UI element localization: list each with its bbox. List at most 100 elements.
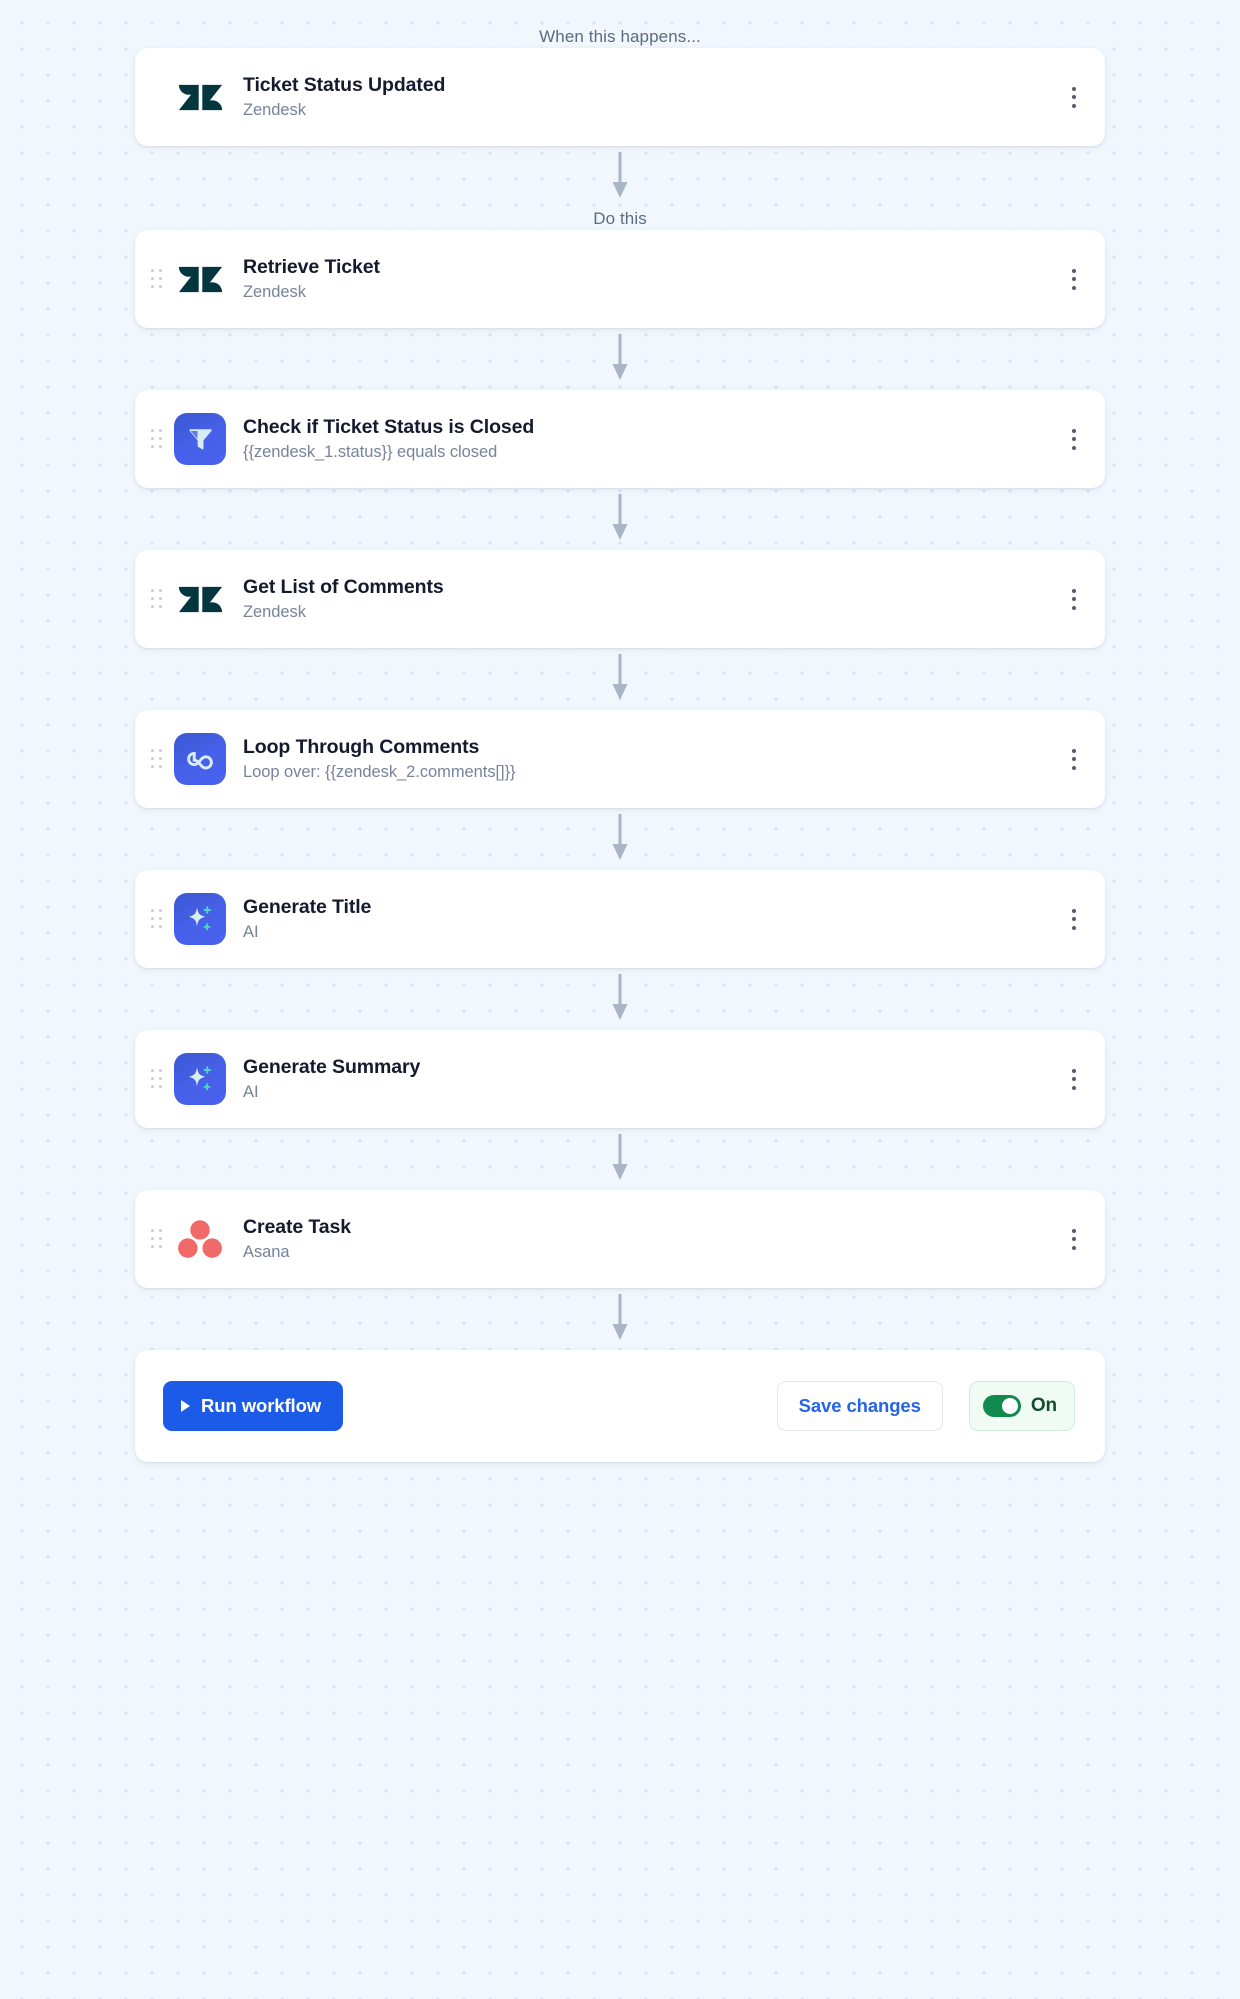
node-subtitle: Zendesk	[243, 282, 306, 301]
drag-dot	[151, 437, 155, 441]
node-title: Create Task	[243, 1215, 352, 1238]
kebab-menu-icon[interactable]	[1061, 1222, 1087, 1256]
arrow-down-icon	[612, 654, 628, 700]
drag-dot	[159, 437, 163, 441]
workflow-action-bar: Run workflow Save changes On	[135, 1350, 1105, 1462]
arrow-down-icon	[612, 1294, 628, 1340]
drag-dot	[159, 757, 163, 761]
drag-handle-icon[interactable]	[149, 426, 165, 452]
save-changes-button[interactable]: Save changes	[776, 1381, 943, 1431]
asana-icon	[178, 1220, 222, 1258]
flow-connector	[0, 146, 1240, 208]
action-section-label: Do this	[593, 209, 647, 228]
node-app-icon	[173, 572, 227, 626]
toggle-switch-icon	[982, 1395, 1021, 1417]
node-app-icon	[173, 892, 227, 946]
workflow-enabled-toggle[interactable]: On	[968, 1381, 1075, 1431]
drag-dot	[151, 277, 155, 281]
drag-handle-icon[interactable]	[149, 1066, 165, 1092]
drag-dot	[159, 597, 163, 601]
kebab-menu-icon[interactable]	[1061, 1062, 1087, 1096]
kebab-menu-icon[interactable]	[1061, 582, 1087, 616]
arrow-down-icon	[612, 814, 628, 860]
node-subtitle: {{zendesk_1.status}} equals closed	[243, 442, 498, 461]
node-app-icon	[173, 252, 227, 306]
node-title: Loop Through Comments	[243, 735, 480, 758]
drag-handle-icon[interactable]	[149, 746, 165, 772]
drag-dot	[159, 1229, 163, 1233]
node-subtitle: Loop over: {{zendesk_2.comments[]}}	[243, 762, 516, 781]
node-app-icon	[173, 1052, 227, 1106]
drag-dot	[159, 285, 163, 289]
action-bar-wrap: Run workflow Save changes On	[135, 1350, 1105, 1462]
drag-dot	[151, 1069, 155, 1073]
drag-dot	[151, 1237, 155, 1241]
drag-dot	[159, 765, 163, 769]
flow-connector	[0, 1288, 1240, 1350]
drag-dot	[151, 285, 155, 289]
drag-dot	[151, 749, 155, 753]
kebab-menu-icon[interactable]	[1061, 902, 1087, 936]
drag-dot	[159, 445, 163, 449]
drag-dot	[151, 1229, 155, 1233]
drag-dot	[151, 1077, 155, 1081]
flow-connector	[0, 328, 1240, 390]
drag-dot	[151, 917, 155, 921]
node-subtitle: Asana	[243, 1242, 290, 1261]
node-app-icon	[173, 70, 227, 124]
drag-handle-icon[interactable]	[149, 906, 165, 932]
flow-connector	[0, 1128, 1240, 1190]
node-title: Ticket Status Updated	[243, 73, 446, 96]
kebab-menu-icon[interactable]	[1061, 742, 1087, 776]
run-workflow-button[interactable]: Run workflow	[163, 1381, 344, 1431]
ai-icon-tile	[174, 893, 226, 945]
arrow-down-icon	[612, 334, 628, 380]
ai-sparkle-icon	[188, 1066, 212, 1091]
flow-connector	[0, 808, 1240, 870]
drag-dot	[159, 589, 163, 593]
ai-sparkle-icon	[188, 906, 212, 931]
kebab-menu-icon[interactable]	[1061, 262, 1087, 296]
node-title: Generate Title	[243, 895, 372, 918]
drag-handle-icon[interactable]	[149, 586, 165, 612]
arrow-down-icon	[612, 494, 628, 540]
drag-handle-icon[interactable]	[149, 266, 165, 292]
drag-dot	[151, 445, 155, 449]
zendesk-icon	[178, 586, 222, 612]
drag-dot	[151, 765, 155, 769]
node-text: Check if Ticket Status is Closed{{zendes…	[243, 415, 1061, 464]
workflow-node-card[interactable]: Check if Ticket Status is Closed{{zendes…	[135, 390, 1105, 488]
drag-dot	[159, 277, 163, 281]
kebab-menu-icon[interactable]	[1061, 422, 1087, 456]
node-app-icon	[173, 412, 227, 466]
arrow-down-icon	[612, 152, 628, 198]
drag-handle-icon[interactable]	[149, 1226, 165, 1252]
drag-dot	[151, 757, 155, 761]
drag-dot	[151, 429, 155, 433]
arrow-down-icon	[612, 1134, 628, 1180]
drag-dot	[159, 1085, 163, 1089]
kebab-menu-icon[interactable]	[1061, 80, 1087, 114]
drag-dot	[159, 429, 163, 433]
zendesk-icon	[178, 266, 222, 292]
drag-dot	[151, 909, 155, 913]
play-icon	[181, 1400, 190, 1412]
